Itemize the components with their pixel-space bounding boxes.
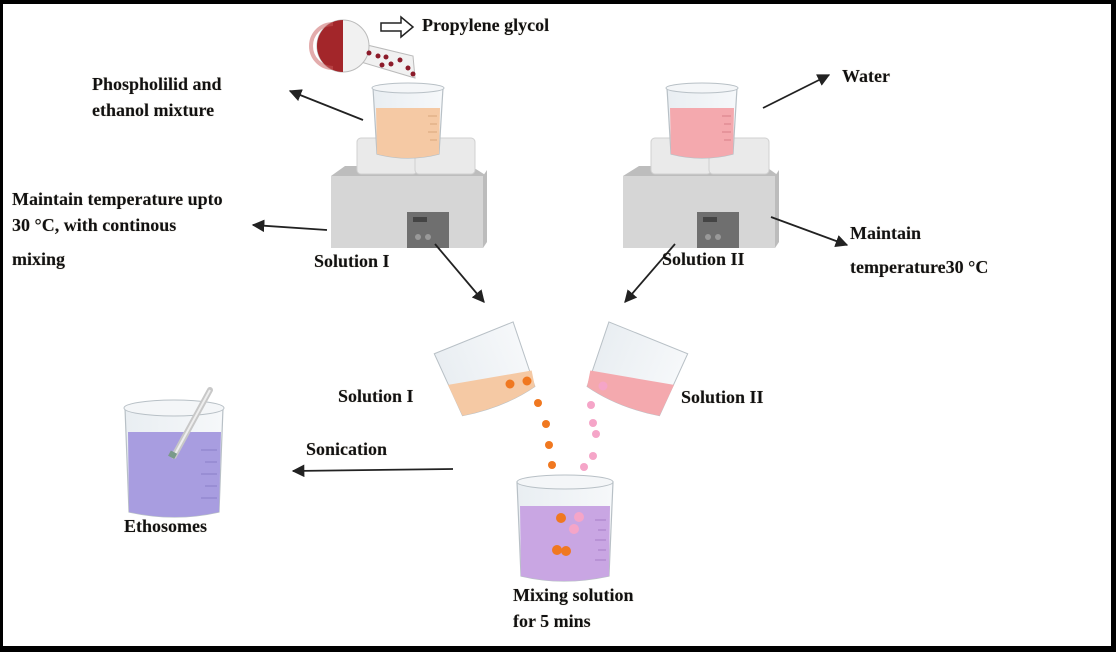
label-solution-2-pour: Solution II (681, 387, 764, 407)
label-maintain-temp-2-line2: temperature30 °C (850, 257, 989, 277)
label-ethosomes: Ethosomes (124, 516, 208, 536)
arrow-to-maintain-temp-2 (770, 216, 849, 247)
label-maintain-temp-1-line1: Maintain temperature upto (12, 189, 223, 209)
arrow-to-water (762, 74, 831, 109)
label-maintain-temp-2-line1: Maintain (850, 223, 922, 243)
solution-2-droplets (580, 381, 608, 471)
arrow-bath2-to-pour (624, 243, 676, 303)
sonicator-probe-icon (168, 387, 213, 460)
solution-1-droplets (505, 376, 556, 469)
arrow-bath1-to-pour (434, 243, 485, 303)
mixed-droplets (552, 512, 584, 556)
label-solution-2-bath: Solution II (662, 249, 745, 269)
label-sonication: Sonication (306, 439, 388, 459)
label-solution-1-bath: Solution I (314, 251, 390, 271)
ethosomes-beaker (123, 387, 225, 518)
hollow-arrow-icon (380, 15, 415, 39)
arrow-to-maintain-temp-1 (251, 219, 328, 233)
arrow-to-phospholipid (288, 89, 364, 121)
pouring-beaker-2 (586, 321, 689, 417)
label-propylene-glycol: Propylene glycol (422, 15, 550, 35)
label-maintain-temp-1-line2: 30 °C, with continous (12, 215, 177, 235)
label-solution-1-pour: Solution I (338, 386, 414, 406)
flask-icon (309, 19, 416, 92)
mixing-beaker (516, 474, 614, 582)
control-panel-1 (407, 212, 449, 248)
label-phospholipid-mixture: Phospholilid and ethanol mixture (92, 74, 222, 120)
arrow-sonication (291, 464, 454, 478)
label-water: Water (842, 66, 890, 86)
control-panel-2 (697, 212, 739, 248)
diagram-graphics (123, 15, 849, 582)
water-bath-2 (623, 82, 779, 248)
pouring-beaker-1 (433, 321, 536, 417)
label-mixing-solution: Mixing solution for 5 mins (513, 585, 634, 631)
water-bath-1 (331, 82, 487, 248)
label-maintain-temp-1-line3: mixing (12, 249, 66, 269)
diagram-canvas: Propylene glycol Phospholilid and ethano… (3, 4, 1111, 646)
